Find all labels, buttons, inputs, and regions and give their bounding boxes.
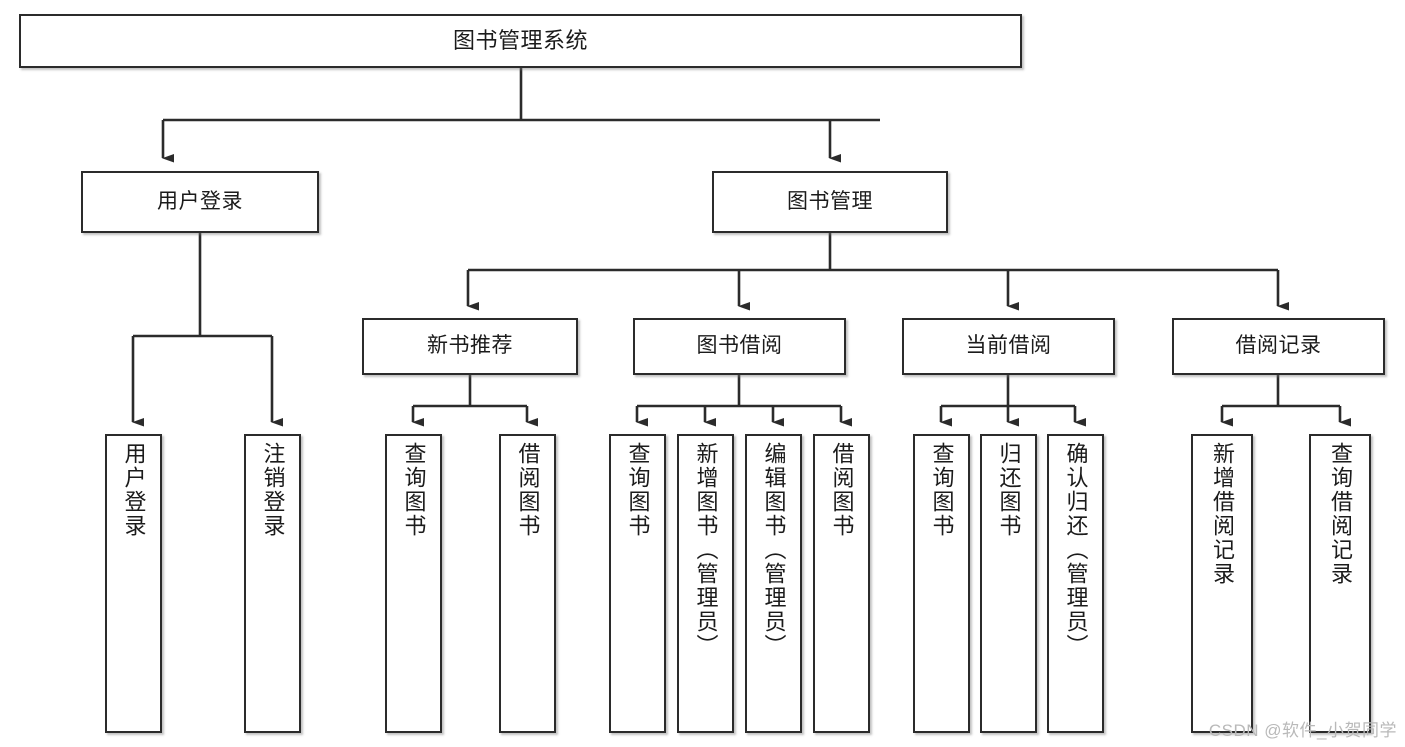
leaf-confirm-return-admin[interactable]: 确认归还（管理员） [1047, 434, 1104, 733]
leaf-user-login[interactable]: 用户登录 [105, 434, 162, 733]
node-label: 编辑图书（管理员） [761, 442, 787, 658]
node-book-management[interactable]: 图书管理 [712, 171, 948, 233]
node-label: 注销登录 [260, 442, 286, 538]
leaf-query-book-new[interactable]: 查询图书 [385, 434, 442, 733]
node-current-borrow[interactable]: 当前借阅 [902, 318, 1115, 375]
leaf-edit-book-admin[interactable]: 编辑图书（管理员） [745, 434, 802, 733]
node-label: 查询借阅记录 [1328, 442, 1353, 586]
node-label: 新增图书（管理员） [693, 442, 719, 658]
leaf-add-borrow-record[interactable]: 新增借阅记录 [1191, 434, 1253, 733]
node-label: 新增借阅记录 [1210, 442, 1235, 586]
node-label: 当前借阅 [965, 334, 1052, 358]
node-label: 新书推荐 [427, 334, 513, 358]
leaf-add-book-admin[interactable]: 新增图书（管理员） [677, 434, 734, 733]
node-label: 图书管理系统 [452, 28, 588, 54]
leaf-logout[interactable]: 注销登录 [244, 434, 301, 733]
node-label: 用户登录 [121, 442, 147, 538]
node-root-system[interactable]: 图书管理系统 [19, 14, 1022, 68]
node-borrow-record[interactable]: 借阅记录 [1172, 318, 1385, 375]
node-label: 归还图书 [996, 442, 1022, 538]
node-label: 确认归还（管理员） [1063, 442, 1089, 658]
node-label: 用户登录 [157, 189, 243, 213]
node-user-login[interactable]: 用户登录 [81, 171, 319, 233]
node-label: 查询图书 [929, 442, 955, 538]
leaf-borrow-book[interactable]: 借阅图书 [813, 434, 870, 733]
node-book-borrow[interactable]: 图书借阅 [633, 318, 846, 375]
leaf-query-book-borrow[interactable]: 查询图书 [609, 434, 666, 733]
node-label: 查询图书 [625, 442, 651, 538]
node-label: 查询图书 [401, 442, 427, 538]
node-label: 图书借阅 [696, 334, 783, 358]
node-label: 借阅图书 [829, 442, 855, 538]
watermark: CSDN @软件_小贺同学 [1208, 721, 1397, 740]
leaf-return-book[interactable]: 归还图书 [980, 434, 1037, 733]
leaf-borrow-book-new[interactable]: 借阅图书 [499, 434, 556, 733]
node-label: 图书管理 [787, 189, 873, 213]
node-label: 借阅记录 [1235, 334, 1322, 358]
node-new-book-recommend[interactable]: 新书推荐 [362, 318, 578, 375]
leaf-query-book-current[interactable]: 查询图书 [913, 434, 970, 733]
node-label: 借阅图书 [515, 442, 541, 538]
leaf-query-borrow-record[interactable]: 查询借阅记录 [1309, 434, 1371, 733]
